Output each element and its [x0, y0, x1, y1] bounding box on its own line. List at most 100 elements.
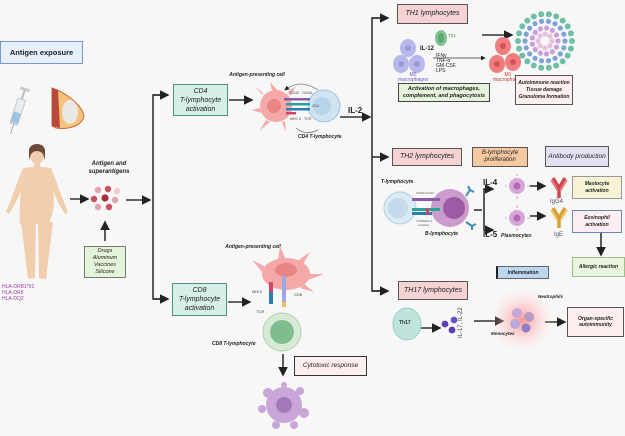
granuloma-cell	[552, 21, 558, 27]
th17-box-label: TH17 lymphocytes	[404, 286, 462, 294]
granuloma-cell	[561, 45, 567, 51]
granuloma-cell	[516, 30, 523, 37]
th2-lymphocytes-box: TH2 lymphocytes	[392, 148, 462, 166]
mastocyte-label: Mastocyte activation	[584, 181, 610, 194]
eosinophil-label: Eosinophil activation	[584, 215, 610, 228]
cd4-apc-label: Antigen-presenting cell	[229, 72, 285, 78]
granuloma-cell	[530, 13, 537, 20]
granuloma-cell	[557, 25, 563, 31]
cd8-box-line: T-lymphocyte	[178, 296, 221, 303]
granuloma-cell	[532, 21, 538, 27]
il5-label: IL-5	[483, 230, 498, 239]
granuloma-cell	[515, 38, 521, 44]
granuloma-cell	[569, 38, 575, 44]
syringe-icon	[9, 86, 31, 134]
plasmocytes-antibodies-illustration	[505, 174, 568, 231]
svg-text:CD40L: CD40L	[302, 91, 313, 95]
granuloma-cell	[545, 11, 552, 18]
granuloma-cell	[545, 58, 552, 64]
granuloma-cell	[516, 45, 523, 52]
granuloma-cell	[547, 33, 553, 39]
apoptotic-cell-icon	[258, 382, 309, 429]
granuloma-icon	[515, 11, 575, 71]
th1-cytokine: TNF-α	[436, 58, 451, 64]
inflammation-label: Inflammation	[507, 269, 539, 276]
trigger-item: Aluminum	[92, 255, 118, 261]
svg-text:TCR/MHC II: TCR/MHC II	[416, 219, 432, 223]
th1-outcome-item: Autoimmune reaction	[518, 79, 570, 86]
granuloma-cell	[537, 43, 543, 49]
granuloma-cell	[552, 55, 558, 61]
antigen-particles-icon	[90, 185, 121, 211]
th2-tb-interaction-illustration: CD40L/CD40 TCR/MHC II complex	[383, 185, 477, 230]
il2-label: IL-2	[348, 106, 363, 115]
il4-label: IL-4	[483, 178, 498, 187]
antigen-exposure-box: Antigen exposure	[0, 41, 83, 64]
granuloma-cell	[564, 52, 571, 59]
m1-label: M1 macrophages	[493, 72, 524, 83]
th1-cytokine: LPS	[436, 68, 446, 74]
granuloma-cell	[524, 17, 531, 24]
th1-box-label: TH1 lymphocytes	[405, 10, 460, 17]
granuloma-cell	[523, 31, 529, 37]
granuloma-cell	[555, 38, 561, 44]
granuloma-cell	[537, 50, 543, 56]
eosinophil-activation-box: Eosinophil activation	[572, 210, 622, 233]
cytotoxic-label: Cytotoxic response	[302, 362, 359, 369]
granuloma-cell	[530, 62, 537, 69]
allergic-reaction-box: Allergic reaction	[572, 257, 625, 277]
svg-text:CD4: CD4	[312, 104, 319, 108]
granuloma-cell	[559, 17, 566, 24]
th1-cell-label: Th1	[448, 33, 456, 38]
granuloma-cell	[537, 26, 543, 32]
allergic-label: Allergic reaction	[578, 264, 619, 270]
monocytes-label: Monocytes	[491, 331, 515, 336]
granuloma-cell	[537, 33, 543, 39]
granuloma-cell	[545, 18, 552, 24]
hla-list: HLA-DRB1*01 HLA-DR5 HLA-DQ2	[2, 284, 34, 302]
svg-text:complex: complex	[418, 223, 430, 227]
granuloma-cell	[538, 64, 545, 71]
svg-text:TCR: TCR	[256, 309, 264, 314]
th1-macrophage-illustration	[393, 30, 521, 73]
th1-cytokine: GM-CSF,	[436, 63, 457, 69]
th2-box-label: TH2 lymphocytes	[399, 153, 455, 160]
granuloma-cell	[532, 47, 538, 53]
granuloma-cell	[553, 62, 560, 69]
organ-autoimmunity-box: Organ-specific autoimmunity	[567, 307, 624, 337]
cd8-box-line: activation	[184, 305, 215, 312]
svg-text:MHCI: MHCI	[252, 289, 262, 294]
granuloma-cell	[553, 13, 560, 20]
granuloma-cell	[523, 45, 529, 51]
plasmocytes-label: Plasmocytes	[501, 233, 532, 239]
granuloma-cell	[553, 44, 560, 50]
antibody-production-label: Antibody production	[548, 152, 606, 160]
cd4-apc-tcell-illustration: CD40 CD40L MHC II TCR CD4	[252, 82, 341, 132]
th1-cytokine: IFNγ	[436, 53, 447, 59]
ige-label: IgE	[554, 232, 564, 238]
granuloma-cell	[553, 32, 560, 38]
th1-cytokine-list: IFNγ TNF-α GM-CSF, LPS	[436, 54, 457, 74]
granuloma-cell	[527, 25, 533, 31]
svg-text:MHC II: MHC II	[290, 117, 301, 121]
svg-text:CD8: CD8	[294, 292, 303, 297]
granuloma-cell	[542, 45, 548, 51]
granuloma-cell	[532, 55, 538, 61]
neutrophils-label: Neutrophils	[538, 294, 564, 299]
granuloma-cell	[557, 51, 563, 57]
organ-autoimmunity-label: Organ-specific autoimmunity	[577, 315, 613, 329]
granuloma-cell	[567, 30, 574, 37]
th1-outcome-item: Tissue damage	[525, 86, 563, 93]
granuloma-cell	[529, 41, 535, 47]
cd8-apc-tcell-illustration: MHCI TCR CD8	[252, 246, 324, 352]
th1-lymphocytes-box: TH1 lymphocytes	[397, 4, 468, 24]
th1-outcome-item: Granuloma formation	[518, 93, 570, 100]
th2-bcell-label: B-lymphocyte	[425, 231, 459, 237]
split-line-cd	[152, 94, 168, 300]
th17-cell-label: Th17	[399, 320, 411, 326]
granuloma-cell	[545, 64, 552, 71]
cd8-apc-label: Antigen-presenting cell	[225, 244, 281, 250]
cd8-box-line: CD8	[192, 287, 207, 294]
cytotoxic-response-box: Cytotoxic response	[294, 356, 367, 376]
